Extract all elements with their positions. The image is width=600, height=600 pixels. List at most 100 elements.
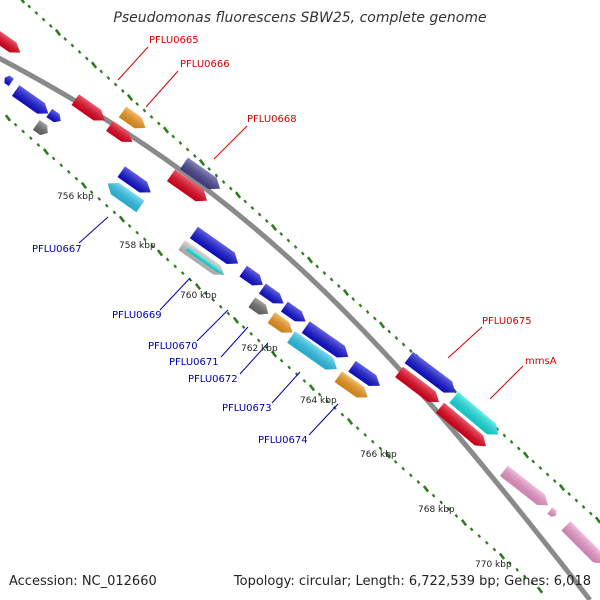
gene-arrow[interactable]: [166, 169, 211, 207]
tick-outer: [228, 186, 233, 191]
tick-inner: [498, 552, 506, 560]
tick-outer: [113, 82, 118, 87]
gene-arrow-pflu0672[interactable]: [267, 312, 297, 338]
gene-arrow[interactable]: [301, 321, 353, 362]
gene-arrow[interactable]: [561, 521, 600, 568]
gene-label-pflu0675[interactable]: PFLU0675: [482, 316, 532, 327]
gene-label-pflu0669[interactable]: PFLU0669: [112, 310, 162, 321]
tick-outer: [198, 158, 206, 167]
tick-outer: [243, 199, 248, 204]
tick-outer: [574, 498, 579, 503]
leader-line: [159, 277, 191, 311]
tick-outer: [336, 284, 341, 288]
gene-label-pflu0665[interactable]: PFLU0665: [149, 35, 199, 46]
tick-inner: [393, 459, 398, 464]
gene-arrow[interactable]: [547, 507, 558, 518]
tick-inner: [346, 417, 354, 426]
gene-arrow[interactable]: [11, 85, 52, 119]
gene-arrow[interactable]: [348, 360, 383, 391]
tick-outer: [545, 472, 550, 477]
tick-inner: [317, 392, 322, 397]
tick-outer: [250, 206, 255, 210]
gene-arrow[interactable]: [258, 283, 287, 309]
tick-outer: [329, 277, 334, 282]
kbp-label: 760 kbp: [180, 291, 217, 301]
gene-arrow-pflu0675[interactable]: [404, 351, 460, 398]
tick-outer: [538, 466, 543, 470]
kbp-label: 764 kbp: [300, 396, 337, 406]
gene-arrow-pflu0673[interactable]: [287, 331, 341, 375]
tick-inner: [218, 304, 223, 309]
gene-label-pflu0671[interactable]: PFLU0671: [169, 357, 219, 368]
tick-inner: [127, 223, 132, 228]
tick-outer: [408, 349, 413, 353]
kbp-label: 758 kbp: [119, 241, 156, 251]
tick-inner: [232, 316, 240, 324]
gene-arrow-pflu0667[interactable]: [104, 178, 145, 213]
tick-inner: [51, 156, 56, 161]
gene-arrow-mmsa[interactable]: [449, 391, 502, 440]
kbp-label: 762 kbp: [241, 344, 278, 354]
tick-outer: [581, 505, 586, 509]
gene-arrow-pflu0668[interactable]: [179, 157, 224, 195]
gene-arrow[interactable]: [280, 301, 309, 327]
gene-label-pflu0670[interactable]: PFLU0670: [148, 341, 198, 352]
leader-line: [213, 125, 248, 160]
gene-label-mmsa[interactable]: mmsA: [525, 356, 557, 367]
tick-inner: [104, 203, 109, 208]
leader-line: [239, 342, 269, 375]
tick-outer: [522, 451, 530, 459]
tick-outer: [178, 141, 183, 145]
gene-arrow[interactable]: [395, 366, 443, 407]
tick-outer: [185, 147, 190, 152]
gene-label-pflu0668[interactable]: PFLU0668: [247, 114, 297, 125]
tick-inner: [536, 586, 544, 594]
gene-arrow[interactable]: [186, 247, 226, 277]
tick-inner: [507, 561, 512, 565]
tick-inner: [42, 148, 50, 156]
gene-label-pflu0674[interactable]: PFLU0674: [258, 435, 308, 446]
tick-inner: [203, 291, 208, 296]
gene-arrow[interactable]: [189, 226, 242, 269]
gene-arrow[interactable]: [0, 30, 24, 57]
gene-arrow-pflu0666[interactable]: [118, 106, 149, 134]
gene-arrow-pflu0674[interactable]: [334, 371, 372, 402]
tick-inner: [194, 282, 202, 291]
gene-arrow-pflu0670[interactable]: [239, 265, 266, 290]
gene-arrow[interactable]: [32, 120, 51, 138]
leader-line: [117, 46, 149, 81]
tick-outer: [588, 511, 593, 516]
gene-arrow-pflu0671[interactable]: [248, 297, 271, 318]
tick-inner: [460, 518, 468, 527]
tick-inner: [256, 338, 261, 343]
leader-line: [145, 70, 179, 108]
tick-outer: [70, 43, 75, 48]
tick-outer: [234, 191, 242, 199]
tick-inner: [112, 210, 117, 215]
tick-outer: [378, 321, 386, 329]
tick-outer: [257, 212, 262, 217]
tick-inner: [279, 358, 284, 363]
tick-outer: [279, 232, 284, 236]
gene-arrow[interactable]: [106, 121, 136, 147]
gene-label-pflu0666[interactable]: PFLU0666: [180, 59, 230, 70]
tick-outer: [358, 303, 363, 308]
tick-outer: [558, 483, 566, 492]
tick-inner: [431, 493, 436, 498]
gene-arrow[interactable]: [2, 74, 14, 86]
tick-inner: [226, 311, 231, 316]
tick-inner: [408, 473, 413, 478]
gene-arrow[interactable]: [117, 166, 155, 197]
gene-arrow[interactable]: [499, 465, 552, 511]
gene-label-pflu0672[interactable]: PFLU0672: [188, 374, 238, 385]
tick-outer: [99, 69, 104, 74]
tick-outer: [135, 102, 140, 106]
gene-arrow[interactable]: [435, 402, 490, 452]
tick-inner: [36, 143, 41, 147]
gene-label-pflu0673[interactable]: PFLU0673: [222, 403, 272, 414]
tick-inner: [97, 196, 102, 201]
gene-arrow-pflu0665[interactable]: [71, 94, 109, 125]
gene-label-pflu0667[interactable]: PFLU0667: [32, 244, 82, 255]
gene-arrow[interactable]: [46, 108, 63, 125]
tick-inner: [522, 574, 527, 579]
